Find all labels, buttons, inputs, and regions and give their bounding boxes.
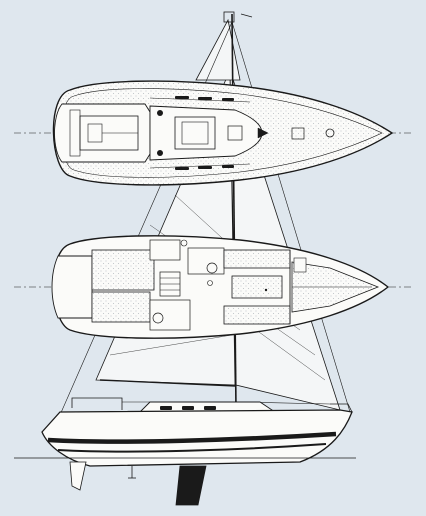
- boot-stripe-lower: [57, 443, 327, 453]
- aft-cockpit-area: [51, 255, 93, 319]
- accommodation-plan: [51, 235, 390, 339]
- mast: [231, 13, 237, 411]
- saloon-settee-port: [223, 249, 291, 269]
- rudder: [69, 461, 87, 491]
- companionway-hatch: [174, 116, 216, 150]
- foredeck-hatch: [325, 128, 335, 138]
- keel: [175, 465, 207, 506]
- portlights: [175, 96, 234, 170]
- hull-profile: [14, 397, 356, 506]
- quarter-berth: [91, 291, 151, 323]
- nav-station: [187, 247, 225, 275]
- deck-plan: [52, 80, 394, 186]
- saloon-table: [231, 275, 283, 299]
- mainsail-top: [195, 18, 241, 81]
- boot-stripe-upper: [47, 431, 337, 444]
- aft-cabin: [91, 249, 155, 291]
- bow-pulpit: [330, 403, 353, 413]
- stern-pulpit: [71, 397, 123, 410]
- sail-plan: [59, 11, 351, 416]
- saloon-settee-starboard: [223, 305, 291, 325]
- cabin-windows: [160, 406, 216, 410]
- galley: [149, 299, 191, 331]
- boom: [99, 379, 237, 387]
